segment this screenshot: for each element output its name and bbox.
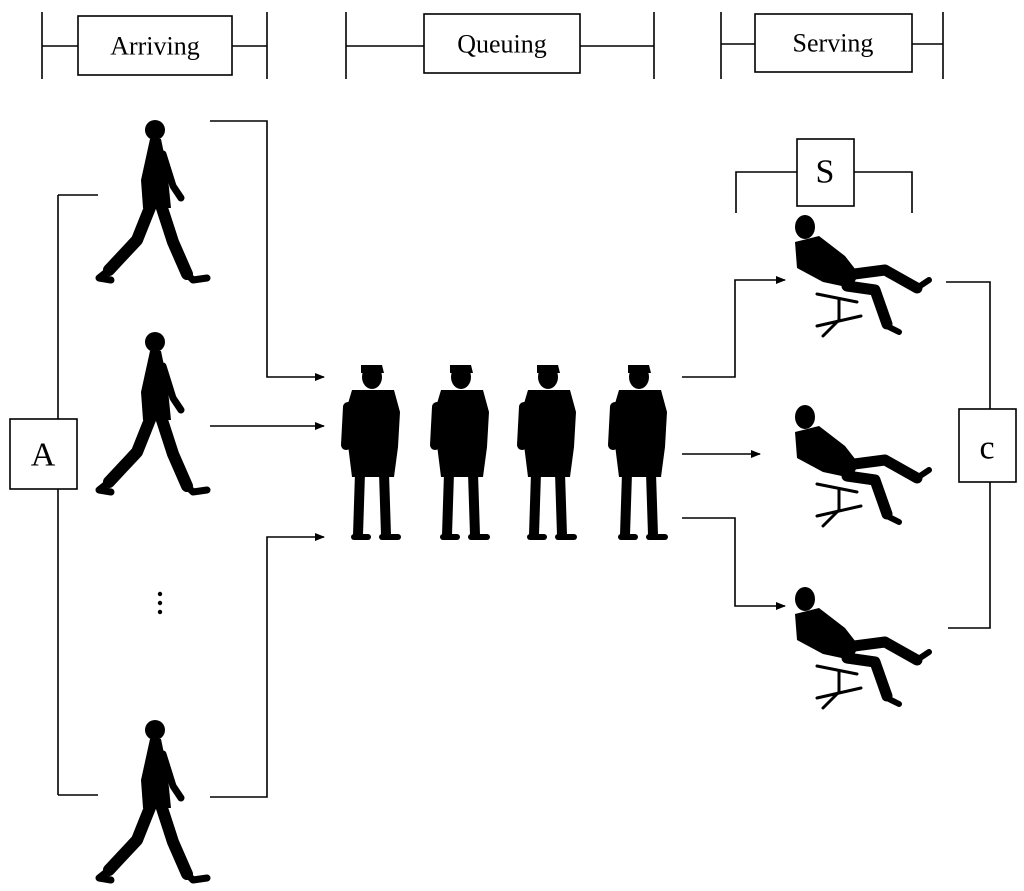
service-bracket bbox=[735, 138, 913, 213]
more-arrivals-ellipsis bbox=[157, 591, 163, 615]
service-label: S bbox=[816, 154, 835, 191]
stage-label-serving: Serving bbox=[793, 29, 874, 58]
walking-person-icon bbox=[99, 332, 207, 492]
standing-person-icon bbox=[520, 365, 576, 537]
seated-server-icon bbox=[795, 405, 929, 526]
service-arrows bbox=[682, 276, 786, 610]
stage-label-arriving: Arriving bbox=[110, 32, 200, 61]
walking-person-icon bbox=[99, 720, 207, 880]
stage-label-queuing: Queuing bbox=[457, 30, 547, 59]
walking-person-icon bbox=[99, 120, 207, 280]
arrival-label: A bbox=[31, 437, 56, 474]
stage-bar-arriving bbox=[41, 12, 268, 79]
arrival-arrows bbox=[210, 120, 325, 798]
seated-server-icon bbox=[795, 215, 929, 336]
servers-bracket bbox=[946, 281, 1017, 629]
servers-label: c bbox=[979, 430, 994, 467]
arrival-bracket bbox=[9, 194, 98, 796]
seated-server-icon bbox=[795, 587, 929, 708]
stage-bar-queuing bbox=[345, 12, 655, 79]
stage-bar-serving bbox=[720, 12, 944, 79]
standing-person-icon bbox=[344, 365, 400, 537]
standing-person-icon bbox=[433, 365, 489, 537]
standing-person-icon bbox=[611, 365, 667, 537]
